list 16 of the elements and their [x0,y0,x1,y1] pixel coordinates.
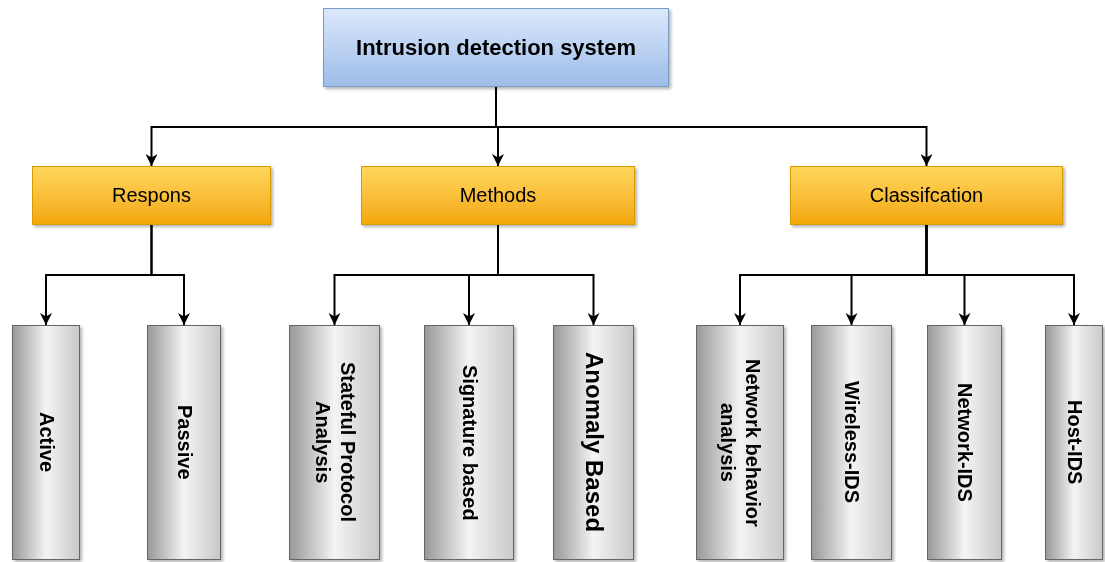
leaf-box: Signature based [424,325,514,560]
connector-arrow [497,224,600,326]
leaf-box: Active [12,325,80,560]
root-box: Intrusion detection system [323,8,669,87]
leaf-box: Wireless-IDS [811,325,892,560]
connector-arrow [150,224,190,326]
leaf-box: Stateful Protocol Analysis [289,325,380,560]
leaf-box: Network-IDS [927,325,1002,560]
leaf-box: Passive [147,325,221,560]
leaf-box: Host-IDS [1045,325,1103,560]
category-box: Classifcation [790,166,1063,225]
leaf-box: Network behavior analysis [696,325,784,560]
leaf-box: Anomaly Based [553,325,634,560]
connector-arrow [925,224,1080,326]
category-box: Respons [32,166,271,225]
category-box: Methods [361,166,635,225]
